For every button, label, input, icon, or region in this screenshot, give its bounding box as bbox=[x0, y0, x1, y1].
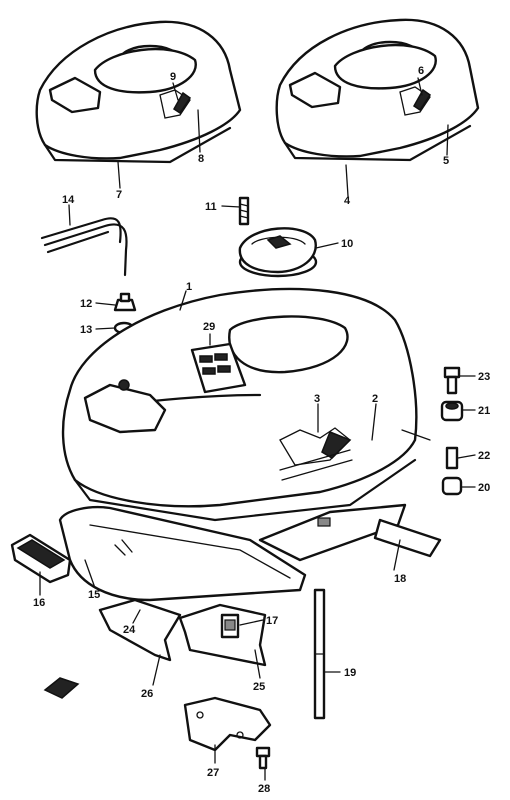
callout-19: 19 bbox=[344, 667, 356, 679]
callout-1: 1 bbox=[186, 281, 192, 293]
callout-27: 27 bbox=[207, 767, 219, 779]
fuel-cap bbox=[238, 227, 318, 278]
callout-14: 14 bbox=[62, 194, 75, 206]
mounting-bracket bbox=[258, 503, 442, 562]
callout-18: 18 bbox=[394, 573, 406, 585]
bolt bbox=[255, 746, 271, 770]
clip bbox=[220, 613, 240, 639]
tank-cover-left bbox=[35, 20, 242, 164]
callout-24: 24 bbox=[123, 624, 136, 636]
callout-11: 11 bbox=[205, 201, 217, 213]
screw bbox=[238, 196, 250, 226]
tank-tray bbox=[58, 506, 307, 602]
cushion bbox=[440, 400, 464, 422]
drain-plug bbox=[113, 292, 137, 312]
fuel-tank bbox=[61, 287, 431, 522]
cushion-lower bbox=[441, 476, 463, 496]
callout-20: 20 bbox=[478, 482, 490, 494]
callout-13: 13 bbox=[80, 324, 92, 336]
callout-6: 6 bbox=[418, 65, 424, 77]
callout-labels: 1 2 3 4 5 6 7 8 9 10 11 12 13 14 15 16 1… bbox=[33, 65, 490, 795]
callout-4: 4 bbox=[344, 195, 351, 207]
front-arrow-icon bbox=[43, 677, 80, 699]
callout-23: 23 bbox=[478, 371, 490, 383]
support-rod bbox=[313, 588, 326, 720]
breather-hose bbox=[43, 223, 128, 277]
callout-12: 12 bbox=[80, 298, 92, 310]
callout-16: 16 bbox=[33, 597, 45, 609]
leader-lines bbox=[39, 77, 476, 781]
callout-7: 7 bbox=[116, 189, 122, 201]
callout-2: 2 bbox=[372, 393, 378, 405]
callout-21: 21 bbox=[478, 405, 490, 417]
seat-pad bbox=[10, 533, 72, 584]
callout-8: 8 bbox=[198, 153, 204, 165]
callout-5: 5 bbox=[443, 155, 449, 167]
lower-bracket bbox=[183, 696, 272, 752]
callout-3: 3 bbox=[314, 393, 320, 405]
tank-cover-right bbox=[275, 18, 480, 162]
callout-15: 15 bbox=[88, 589, 100, 601]
heat-guard-left bbox=[98, 598, 182, 662]
collar bbox=[445, 446, 459, 470]
bolt-upper bbox=[443, 366, 461, 395]
callout-17: 17 bbox=[266, 615, 278, 627]
callout-29: 29 bbox=[203, 321, 215, 333]
callout-9: 9 bbox=[170, 71, 176, 83]
callout-25: 25 bbox=[253, 681, 265, 693]
callout-10: 10 bbox=[341, 238, 353, 250]
callout-28: 28 bbox=[258, 783, 270, 795]
callout-22: 22 bbox=[478, 450, 490, 462]
callout-26: 26 bbox=[141, 688, 153, 700]
